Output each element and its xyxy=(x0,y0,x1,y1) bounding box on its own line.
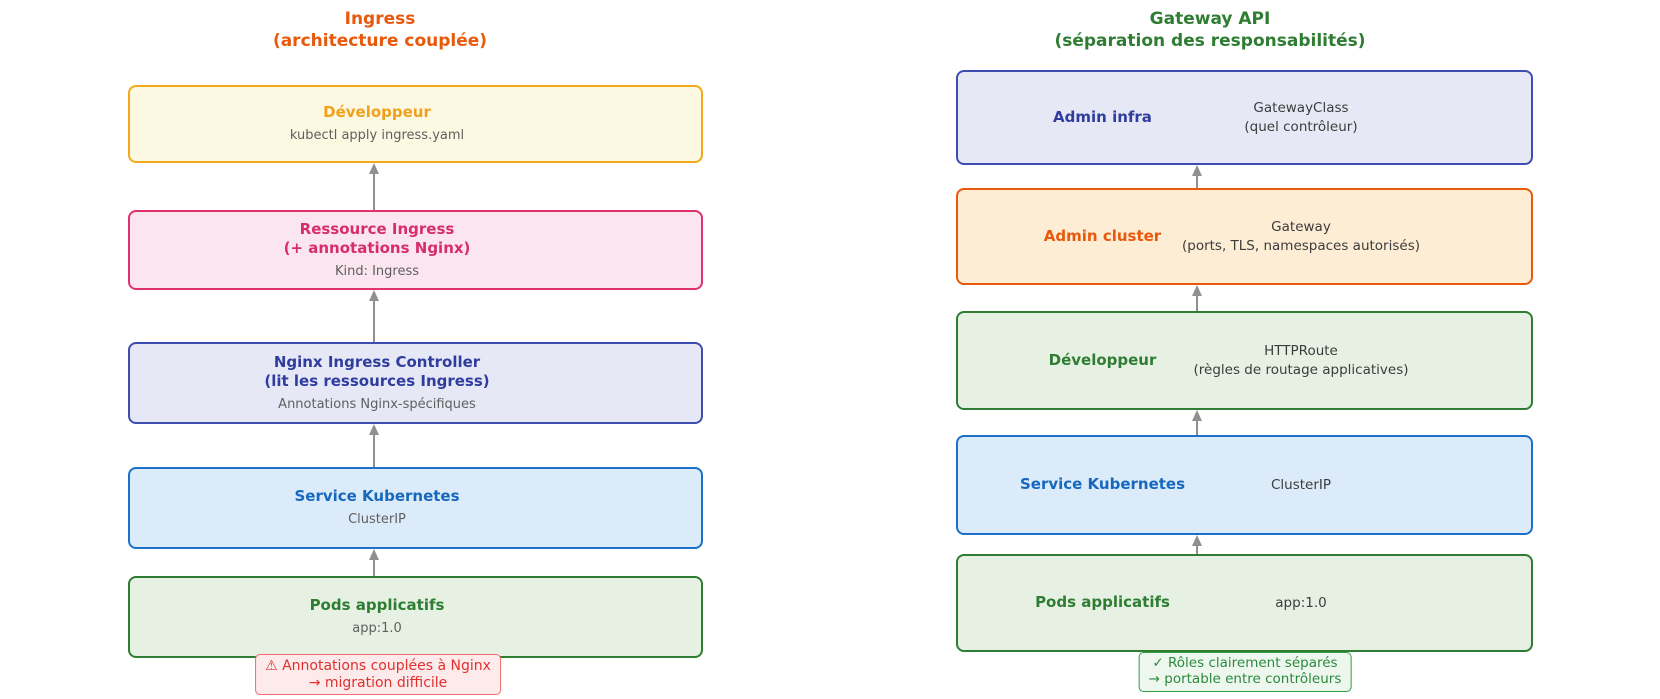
arrow-line xyxy=(1196,296,1198,311)
node-nginx-ingress-controller: Nginx Ingress Controller (lit les ressou… xyxy=(128,342,703,424)
left-column-title: Ingress (architecture couplée) xyxy=(80,8,680,53)
node-developpeur-gateway: Développeur HTTPRoute (règles de routage… xyxy=(956,311,1533,410)
right-title-line2: (séparation des responsabilités) xyxy=(1054,31,1366,52)
benefit-note-line2: → portable entre contrôleurs xyxy=(1148,670,1342,687)
node-desc-line1: GatewayClass xyxy=(1253,99,1349,116)
right-title-line1: Gateway API xyxy=(1149,9,1271,29)
arrow-line xyxy=(373,174,375,210)
arrow-up-icon xyxy=(369,290,379,342)
arrowhead-icon xyxy=(1192,285,1202,296)
warning-note-ingress: ⚠ Annotations couplées à Nginx → migrati… xyxy=(255,654,501,696)
arrowhead-icon xyxy=(369,424,379,435)
node-description: ClusterIP xyxy=(1071,437,1531,533)
node-content: Pods applicatifs app:1.0 xyxy=(130,578,624,656)
node-service-kubernetes-gateway: Service Kubernetes ClusterIP xyxy=(956,435,1533,535)
arrow-up-icon xyxy=(1192,285,1202,311)
benefit-note-line1: ✓ Rôles clairement séparés xyxy=(1152,655,1338,671)
node-pods-applicatifs-gateway: Pods applicatifs app:1.0 xyxy=(956,554,1533,652)
arrow-line xyxy=(373,301,375,342)
arrow-up-icon xyxy=(1192,165,1202,188)
node-subtitle: Annotations Nginx-spécifiques xyxy=(278,396,476,412)
arrow-line xyxy=(1196,546,1198,554)
node-pods-applicatifs-ingress: Pods applicatifs app:1.0 xyxy=(128,576,703,658)
node-admin-infra: Admin infra GatewayClass (quel contrôleu… xyxy=(956,70,1533,165)
arrowhead-icon xyxy=(369,290,379,301)
node-role: Service Kubernetes xyxy=(1019,475,1186,494)
arrow-line xyxy=(373,560,375,576)
node-description: GatewayClass (quel contrôleur) xyxy=(1071,72,1531,163)
node-title: Pods applicatifs xyxy=(309,596,445,615)
arrowhead-icon xyxy=(369,163,379,174)
node-subtitle: Kind: Ingress xyxy=(334,263,420,279)
node-title-line2: (lit les ressources Ingress) xyxy=(264,372,490,391)
node-subtitle: app:1.0 xyxy=(352,620,402,636)
node-description: HTTPRoute (règles de routage applicative… xyxy=(1071,313,1531,408)
arrowhead-icon xyxy=(1192,165,1202,176)
node-desc-line1: HTTPRoute xyxy=(1264,342,1338,359)
right-column-title: Gateway API (séparation des responsabili… xyxy=(910,8,1510,53)
arrowhead-icon xyxy=(369,549,379,560)
left-title-line2: (architecture couplée) xyxy=(272,31,488,52)
node-content: Service Kubernetes ClusterIP xyxy=(130,469,624,547)
node-desc-line2: (ports, TLS, namespaces autorisés) xyxy=(1181,237,1420,254)
arrowhead-icon xyxy=(1192,410,1202,421)
node-desc-line1: ClusterIP xyxy=(1270,476,1332,493)
node-developpeur-ingress: Développeur kubectl apply ingress.yaml xyxy=(128,85,703,163)
node-title: Développeur xyxy=(323,103,431,122)
arrowhead-icon xyxy=(1192,535,1202,546)
arrow-up-icon xyxy=(1192,535,1202,554)
warning-note-line1: ⚠ Annotations couplées à Nginx xyxy=(265,658,491,674)
node-content: Développeur kubectl apply ingress.yaml xyxy=(130,87,624,161)
node-title: Service Kubernetes xyxy=(294,487,460,506)
node-role: Pods applicatifs xyxy=(1035,593,1170,612)
node-ressource-ingress: Ressource Ingress (+ annotations Nginx) … xyxy=(128,210,703,290)
node-subtitle: ClusterIP xyxy=(348,511,406,527)
node-title: Ressource Ingress xyxy=(299,219,455,238)
node-description: Gateway (ports, TLS, namespaces autorisé… xyxy=(1071,190,1531,283)
node-desc-line2: (règles de routage applicatives) xyxy=(1193,361,1409,378)
arrow-up-icon xyxy=(369,549,379,576)
arrow-up-icon xyxy=(369,163,379,210)
node-subtitle: kubectl apply ingress.yaml xyxy=(289,127,465,143)
arrow-line xyxy=(1196,176,1198,188)
warning-note-line2: → migration difficile xyxy=(308,674,448,691)
arrow-up-icon xyxy=(369,424,379,467)
node-title: Nginx Ingress Controller xyxy=(273,352,481,371)
node-desc-line2: (quel contrôleur) xyxy=(1244,118,1358,135)
node-content: Ressource Ingress (+ annotations Nginx) … xyxy=(130,212,624,288)
node-service-kubernetes-ingress: Service Kubernetes ClusterIP xyxy=(128,467,703,549)
node-role: Développeur xyxy=(1048,350,1157,369)
benefit-note-gateway: ✓ Rôles clairement séparés → portable en… xyxy=(1138,652,1352,692)
node-content: Nginx Ingress Controller (lit les ressou… xyxy=(130,344,624,422)
arrow-line xyxy=(373,435,375,467)
left-title-line1: Ingress xyxy=(344,9,416,29)
node-role: Admin infra xyxy=(1053,107,1152,126)
node-desc-line1: Gateway xyxy=(1271,218,1331,235)
node-admin-cluster: Admin cluster Gateway (ports, TLS, names… xyxy=(956,188,1533,285)
arrow-up-icon xyxy=(1192,410,1202,435)
node-role: Admin cluster xyxy=(1043,226,1162,245)
node-desc-line1: app:1.0 xyxy=(1275,594,1327,611)
node-title-line2: (+ annotations Nginx) xyxy=(283,239,471,258)
arrow-line xyxy=(1196,421,1198,435)
node-description: app:1.0 xyxy=(1071,556,1531,650)
